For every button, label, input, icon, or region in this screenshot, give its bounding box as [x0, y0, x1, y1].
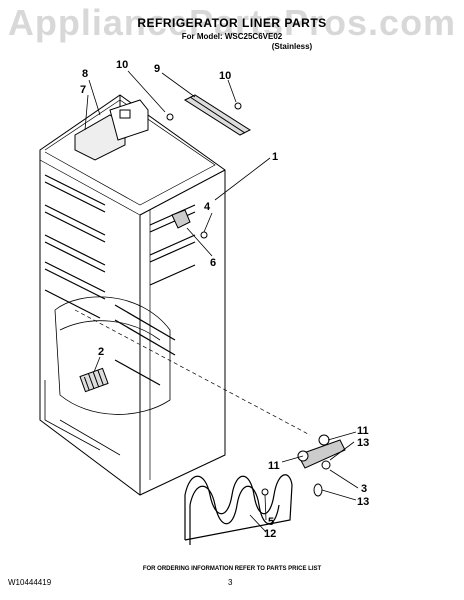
callout-12: 12 [264, 528, 276, 540]
callout-13-bottom: 13 [357, 496, 369, 508]
callout-10-left: 10 [116, 59, 128, 71]
variant-label: (Stainless) [271, 42, 313, 51]
crisper-cavity [44, 296, 171, 456]
screw-5 [261, 488, 269, 496]
callout-5: 5 [268, 516, 274, 528]
callout-1: 1 [272, 151, 278, 163]
callout-8: 8 [82, 68, 88, 80]
watermark: AppliancePartsPros.com [7, 2, 457, 43]
evaporator-coil-part [184, 474, 293, 545]
callout-11-right: 11 [357, 425, 369, 437]
screw-10b [234, 102, 242, 110]
hinge-part [297, 434, 346, 497]
callout-7: 7 [80, 84, 86, 96]
callout-9: 9 [154, 63, 160, 75]
liner-body [39, 94, 226, 496]
page-number: 3 [228, 578, 233, 587]
light-bar-part [183, 94, 252, 136]
callout-3: 3 [361, 483, 367, 495]
callout-leaders [84, 70, 359, 533]
callout-2: 2 [98, 346, 104, 358]
leader-dashed [74, 309, 311, 436]
callout-13-top: 13 [357, 437, 369, 449]
vent-grille-part [79, 367, 109, 393]
callout-6: 6 [210, 257, 216, 269]
callout-11-left: 11 [268, 460, 280, 472]
ordering-note: FOR ORDERING INFORMATION REFER TO PARTS … [142, 566, 322, 572]
bracket-part [171, 209, 208, 239]
screw-10a [166, 113, 174, 121]
document-number: W10444419 [8, 578, 52, 587]
callout-4: 4 [204, 201, 211, 213]
callout-10-right: 10 [219, 70, 231, 82]
left-wall-ribs [44, 174, 106, 319]
page-title: REFRIGERATOR LINER PARTS [137, 16, 327, 30]
control-housing-part [74, 99, 149, 161]
model-line: For Model: WSC25C6VE02 [181, 32, 283, 41]
